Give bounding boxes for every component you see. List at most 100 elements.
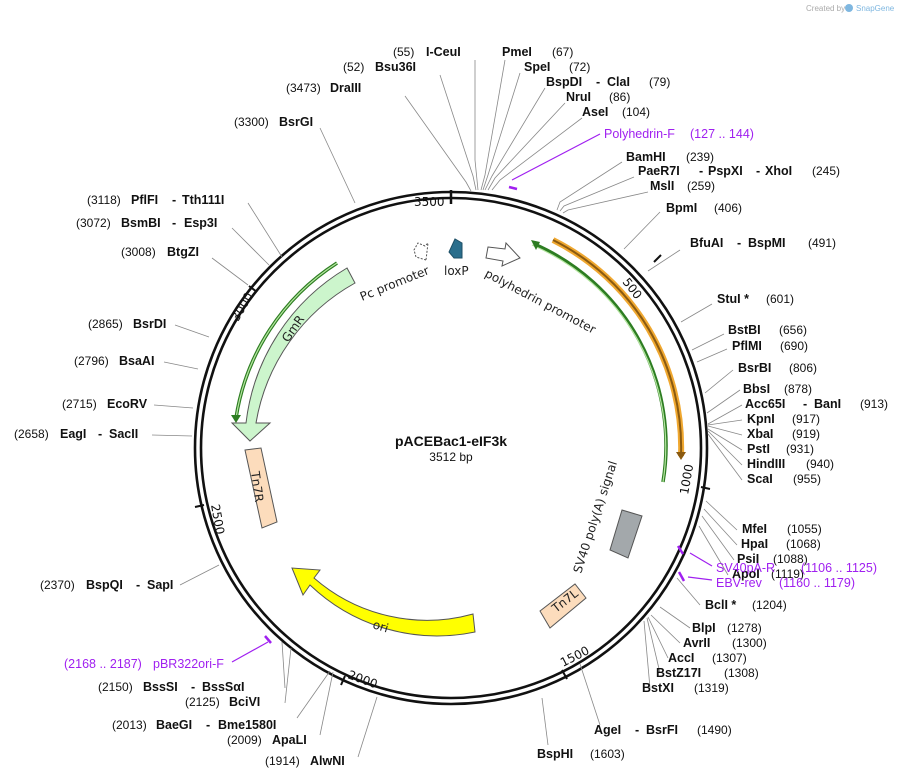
- site-bamhi: BamHI(239): [626, 150, 714, 164]
- leader-bsrdi: [174, 324, 210, 338]
- site-stui: StuI *(601): [717, 292, 794, 306]
- tick-mark-3000: [248, 285, 258, 293]
- site-pflmi: PflMI(690): [732, 339, 808, 353]
- site-bbsi: BbsI(878): [743, 382, 812, 396]
- site-bsu36i: (52)Bsu36I: [343, 60, 416, 74]
- leader-bsssi: [281, 641, 286, 689]
- loxp-feature-arrow: [448, 238, 463, 259]
- tn7r-feature: [244, 447, 278, 529]
- orf-arc-left-green-head: [231, 415, 241, 423]
- site-bsrbi: BsrBI(806): [738, 361, 817, 375]
- site-bstxi: BstXI(1319): [642, 681, 729, 695]
- leader-paer7i: [559, 176, 635, 212]
- site-bstz17i: BstZ17I(1308): [656, 666, 759, 680]
- primer-polyhedrin-f: Polyhedrin-F(127 .. 144): [604, 127, 754, 141]
- leader-pflmi: [696, 348, 728, 363]
- leader-bsrbi: [704, 369, 734, 394]
- site-bsphi: BspHI(1603): [537, 747, 625, 761]
- site-blpi: BlpI(1278): [692, 621, 762, 635]
- site-eagi-sacii: (2658)EagI-SacII: [14, 427, 138, 441]
- site-xbai: XbaI(919): [747, 427, 820, 441]
- orf-arc-left-green-highlight: [235, 262, 338, 419]
- ori-label: ori: [371, 617, 390, 635]
- site-kpni: KpnI(917): [747, 412, 820, 426]
- orf-arc-right-green-head: [531, 240, 540, 250]
- orf-arc-right-orange-core: [552, 239, 683, 457]
- site-acci: AccI(1307): [668, 651, 747, 665]
- leader-bpmi: [623, 211, 661, 250]
- primer-pbr322ori-f-mark: [264, 635, 272, 644]
- watermark-brand: SnapGene: [856, 4, 895, 13]
- site-bstbi: BstBI(656): [728, 323, 807, 337]
- leader-bfuai: [647, 249, 681, 272]
- tick-mark-500: [653, 254, 662, 263]
- site-hpai: HpaI(1068): [741, 537, 821, 551]
- leader-polyhedrin-f: [511, 133, 601, 181]
- site-pmei: PmeI(67): [502, 45, 573, 59]
- site-bsrdi: (2865)BsrDI: [88, 317, 166, 331]
- primer-sv40pa-r-mark: [676, 545, 685, 555]
- site-ecorv: (2715)EcoRV: [62, 397, 148, 411]
- primer-pbr322ori-f: (2168 .. 2187)pBR322ori-F: [64, 657, 224, 671]
- site-iceui: (55)I-CeuI: [393, 45, 461, 59]
- orf-arc-right-green: [533, 242, 668, 483]
- leader-pbr322ori-f: [231, 641, 269, 663]
- site-hindiii: HindIII(940): [747, 457, 834, 471]
- leader-ecorv: [153, 404, 194, 409]
- leader-eagi: [151, 434, 193, 437]
- leader-pmei: [480, 59, 506, 191]
- site-apoi: ApoI(1119): [732, 567, 804, 581]
- primer-polyhedrin-f-mark: [508, 185, 518, 191]
- leader-hindiii: [707, 430, 743, 466]
- polyhedrin-promoter-arrow: [485, 241, 521, 267]
- leader-acci: [647, 616, 669, 659]
- leader-draiii: [404, 95, 472, 192]
- primer-ebv-rev-mark: [677, 571, 686, 582]
- leader-avrii: [650, 614, 681, 644]
- leader-stui: [680, 303, 713, 323]
- tick-mark-1000: [700, 486, 711, 490]
- leader-msli: [562, 191, 649, 214]
- leader-blpi: [659, 606, 691, 629]
- leader-agei: [579, 663, 601, 726]
- leader-asei: [491, 117, 583, 191]
- backbone-ticks: [194, 190, 711, 686]
- leader-alwni: [357, 696, 378, 758]
- site-bsmbi-esp3i: (3072)BsmBI-Esp3I: [76, 216, 217, 230]
- tick-mark-1500: [561, 669, 568, 680]
- orf-arc-right-green-highlight: [531, 244, 667, 483]
- plasmid-name: pACEBac1-eIF3k: [395, 433, 507, 449]
- primer-markers: [231, 133, 713, 663]
- tick-label-3500: 3500: [414, 195, 445, 209]
- leader-apali: [319, 671, 334, 736]
- site-bspqi-sapi: (2370)BspQI-SapI: [40, 578, 173, 592]
- leader-psii: [701, 515, 735, 561]
- pc-promoter-arrow: [413, 241, 429, 261]
- site-bcivi: (2125)BciVI: [185, 695, 260, 709]
- leader-bcli: [676, 577, 701, 606]
- leader-bstbi: [691, 333, 725, 351]
- site-psti: PstI(931): [747, 442, 814, 456]
- leader-bsphi: [541, 697, 549, 746]
- site-psii: PsiI(1088): [737, 552, 808, 566]
- site-nrui: NruI(86): [566, 90, 630, 104]
- leader-btgzi: [211, 257, 249, 286]
- site-acc65i-bani: Acc65I-BanI(913): [745, 397, 888, 411]
- leader-xbai: [707, 425, 743, 436]
- site-avrii: AvrII(1300): [683, 636, 767, 650]
- leader-sv40pa-r: [689, 552, 713, 567]
- leader-baegi: [296, 670, 331, 719]
- site-pflfi-tth111i: (3118)PflFI-Tth111I: [87, 193, 224, 207]
- leader-nrui: [487, 102, 566, 191]
- leader-bcivi: [284, 647, 292, 704]
- leader-bsu36i: [439, 74, 477, 191]
- leader-bsmbi: [231, 227, 270, 266]
- primer-ebv-rev: EBV-rev(1160 .. 1179): [716, 576, 855, 590]
- leader-bstxi: [643, 620, 651, 689]
- polyhedrin-promoter-label: polyhedrin promoter: [483, 266, 599, 336]
- site-draiii: (3473)DraIII: [286, 81, 361, 95]
- leader-iceui: [474, 60, 479, 191]
- orf-arc-right-orange-head: [676, 452, 686, 460]
- pc-promoter-label: Pc promoter: [358, 263, 431, 303]
